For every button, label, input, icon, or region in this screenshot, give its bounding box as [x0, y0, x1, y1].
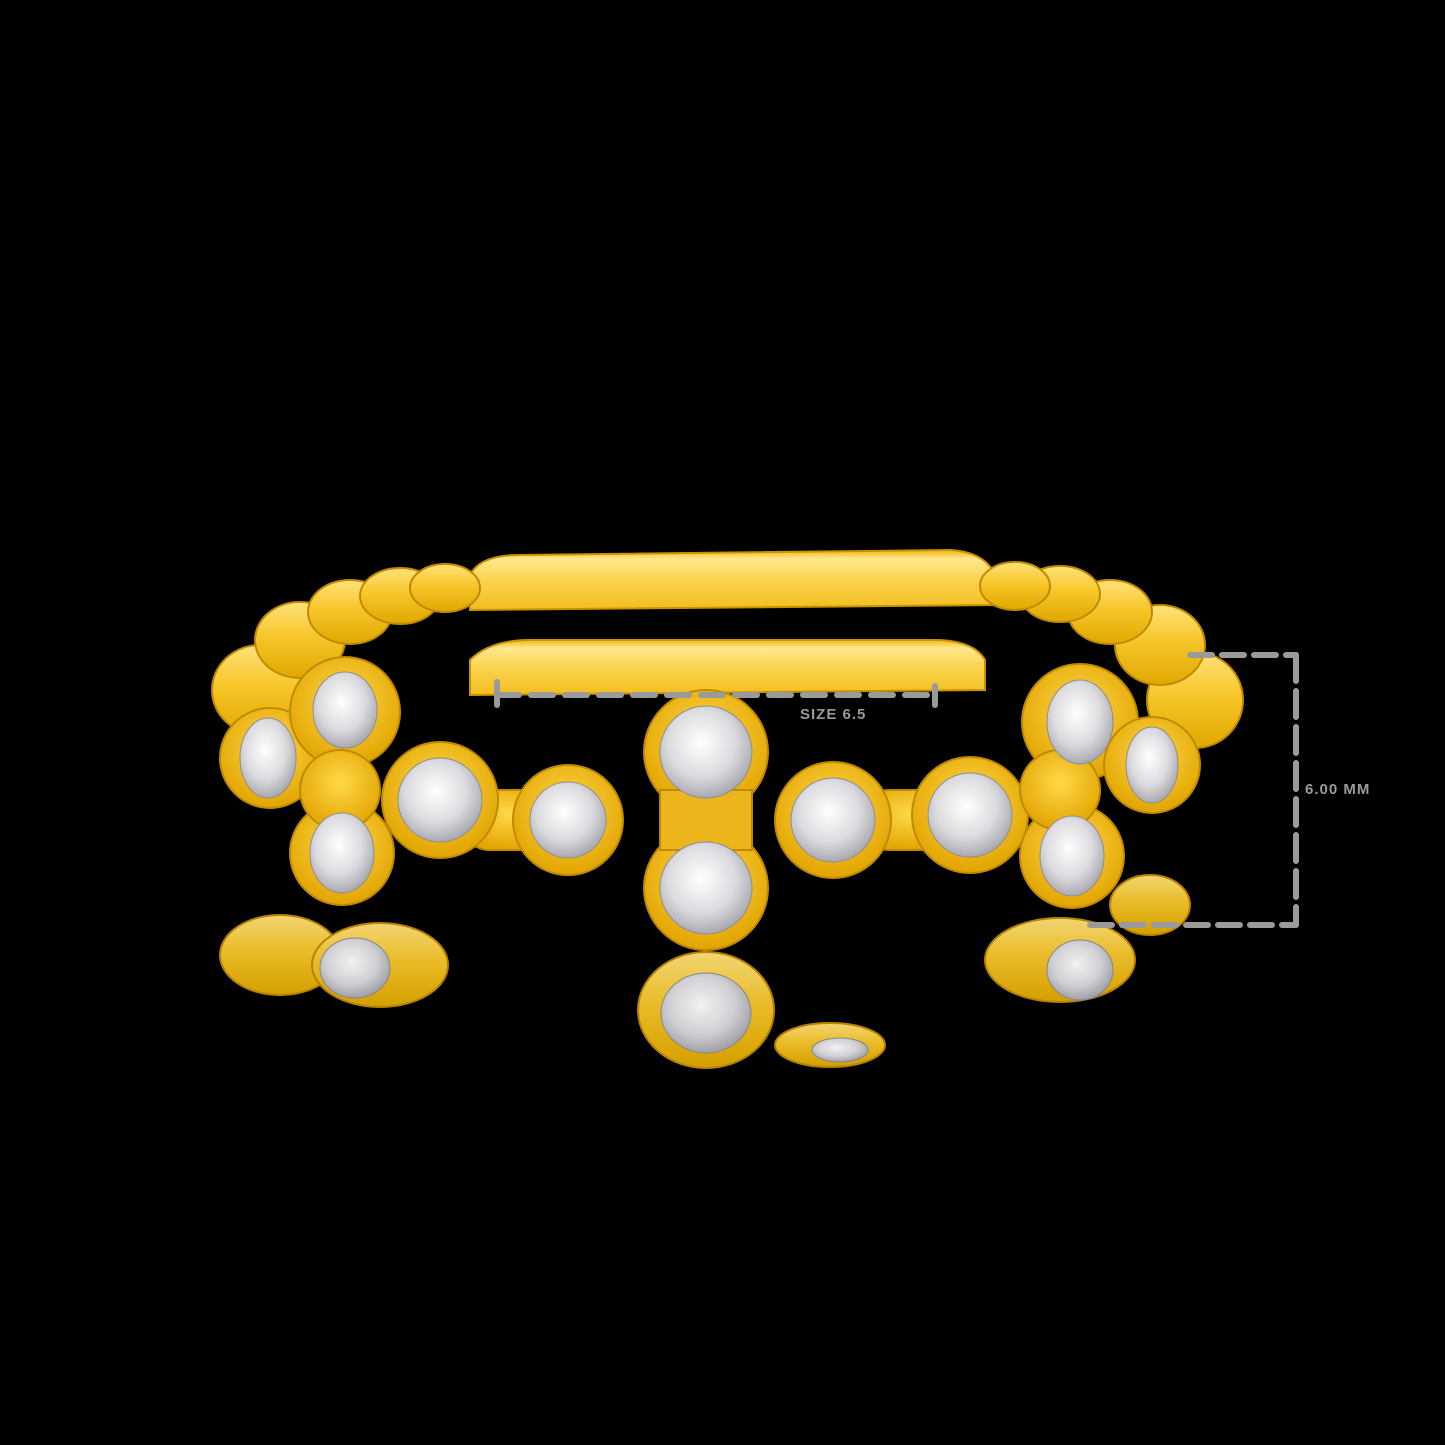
- dimension-lines: [494, 652, 1299, 928]
- ring-height-label: 6.00 MM: [1305, 781, 1371, 798]
- ring-size-label: SIZE 6.5: [800, 706, 867, 723]
